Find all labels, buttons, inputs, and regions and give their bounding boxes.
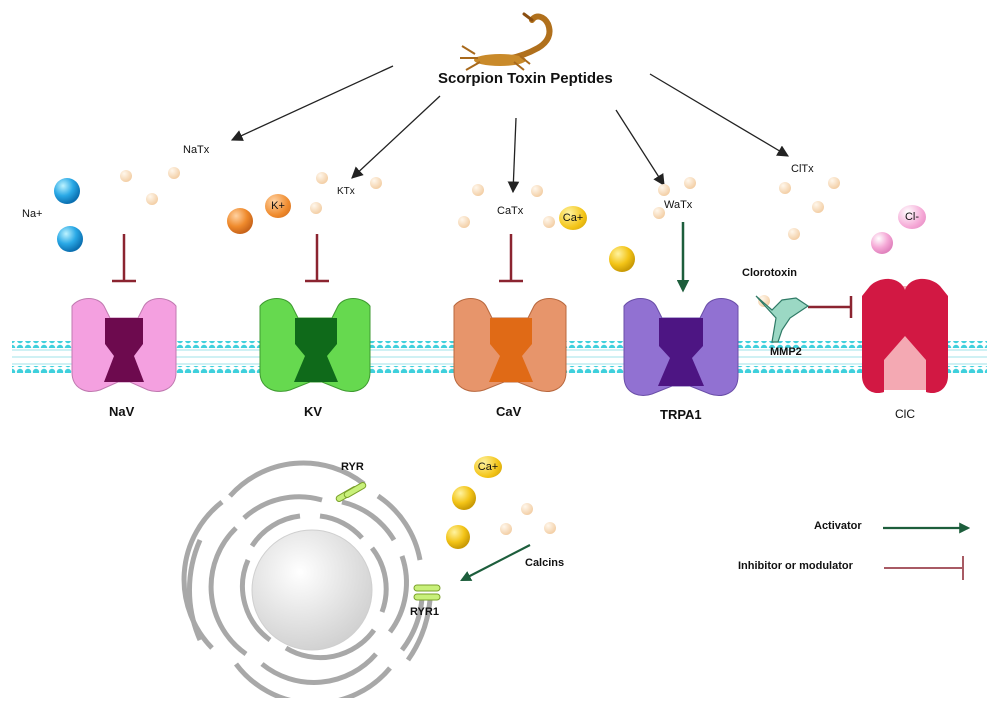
ryr-label: RYR bbox=[341, 461, 364, 473]
chloride-ion bbox=[871, 232, 893, 254]
clc-label: ClC bbox=[895, 407, 915, 421]
potassium-ion bbox=[227, 208, 253, 234]
calcium-badge-lower: Ca+ bbox=[474, 456, 502, 478]
cav-channel bbox=[453, 298, 567, 392]
nav-label: NaV bbox=[109, 404, 135, 419]
legend bbox=[883, 522, 971, 580]
scorpion-icon bbox=[460, 12, 553, 71]
mmp2-label: MMP2 bbox=[770, 346, 802, 358]
trpa1-channel bbox=[623, 298, 739, 396]
calcins-activator-arrow bbox=[460, 544, 531, 582]
ryr-receptor bbox=[335, 482, 367, 502]
calcium-badge: Ca+ bbox=[559, 206, 587, 230]
ktx-label: KTx bbox=[337, 186, 355, 197]
legend-inhibitor-label: Inhibitor or modulator bbox=[738, 560, 853, 572]
watx-label: WaTx bbox=[664, 199, 693, 211]
catx-label: CaTx bbox=[497, 205, 524, 217]
diagram-title: Scorpion Toxin Peptides bbox=[438, 70, 613, 87]
toxin-peptides bbox=[120, 167, 840, 535]
sarcoplasmic-reticulum bbox=[181, 460, 433, 703]
calcium-ions-lower bbox=[446, 486, 476, 549]
nav-channel bbox=[71, 298, 177, 392]
mmp2-complex bbox=[755, 295, 810, 343]
trpa1-label: TRPA1 bbox=[660, 407, 702, 422]
calcins-label: Calcins bbox=[525, 557, 565, 569]
ryr1-label: RYR1 bbox=[410, 606, 439, 618]
kv-label: KV bbox=[304, 404, 323, 419]
kv-channel bbox=[259, 298, 371, 392]
potassium-badge: K+ bbox=[265, 194, 291, 218]
legend-activator-label: Activator bbox=[814, 520, 862, 532]
sodium-label: Na+ bbox=[22, 208, 43, 220]
clorotoxin-label: Clorotoxin bbox=[742, 267, 797, 279]
calcium-ion bbox=[609, 246, 635, 272]
toxin-arrows bbox=[230, 65, 790, 194]
natx-label: NaTx bbox=[183, 144, 210, 156]
inhibitor-symbols bbox=[112, 234, 853, 318]
chloride-badge: Cl- bbox=[898, 205, 926, 229]
sodium-ions bbox=[54, 178, 83, 252]
cltx-label: ClTx bbox=[791, 163, 814, 175]
ryr1-receptor bbox=[413, 584, 441, 601]
clc-channel bbox=[862, 278, 948, 394]
nucleus bbox=[251, 529, 373, 651]
cav-label: CaV bbox=[496, 404, 522, 419]
